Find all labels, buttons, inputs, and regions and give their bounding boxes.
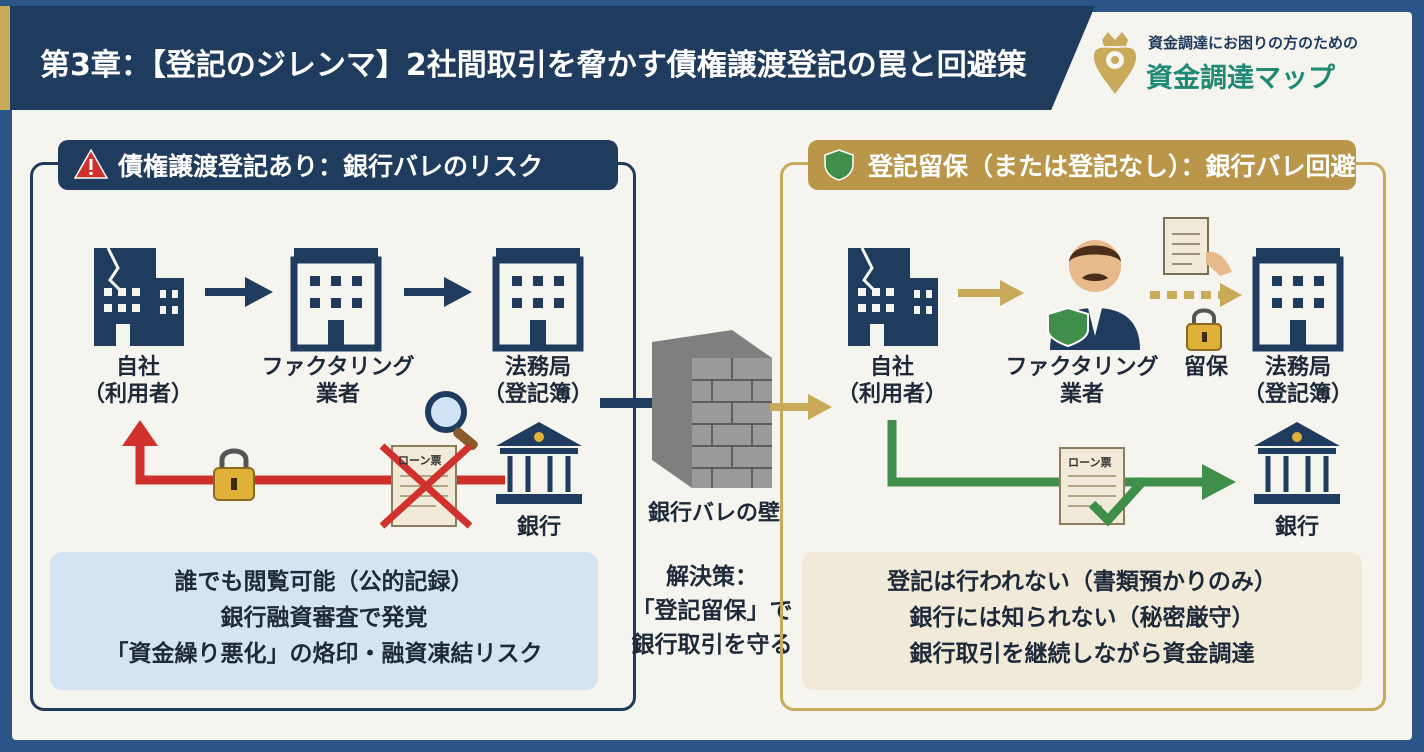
logo-subtitle: 資金調達にお困りの方のための [1148,34,1359,52]
right-summary-box: 登記は行われない（書類預かりのみ） 銀行には知られない（秘密厳守） 銀行取引を継… [802,552,1362,690]
right-summary-line: 登記は行われない（書類預かりのみ） [887,569,1277,595]
padlock-icon [1186,308,1222,351]
brick-wall-icon [652,330,772,488]
left-summary-line: 誰でも閲覧可能（公的記録） [174,569,474,595]
agent-person-icon [1047,240,1140,350]
right-panel-heading: 登記留保（または登記なし）：銀行バレ回避 [808,140,1356,190]
left-bank-label: 銀行 [516,515,561,540]
cracked-building-icon [848,247,938,346]
dashed-arrow-icon [1150,283,1242,307]
map-pin-icon [1094,32,1136,94]
left-summary-line: 「資金繰り悪化」の烙印・融資凍結リスク [105,641,543,667]
registry-building-icon [492,248,584,352]
left-doc-label: ローン票 [398,454,442,467]
cracked-building-icon [94,247,184,346]
left-registry-label: 法務局 （登記簿） [482,355,593,407]
warning-icon [74,149,108,179]
title-bar [0,6,1095,110]
gold-arrow-icon [770,394,832,420]
crossed-document-icon [379,443,473,529]
solution-line: 「登記留保」で [631,598,793,624]
factoring-building-icon [290,248,382,352]
solution-line: 銀行取引を守る [631,632,793,658]
hold-label: 留保 [1183,355,1228,380]
red-return-arrow [122,420,505,485]
checked-document-icon [1059,447,1148,527]
shield-icon [824,149,854,181]
padlock-icon [213,448,255,501]
right-company-label: 自社 （利用者） [836,355,947,407]
left-factoring-label: ファクタリング 業者 [261,355,415,407]
left-summary-line: 銀行融資審査で発覚 [220,605,428,631]
document-icon [1163,217,1232,276]
bank-icon [496,422,582,504]
bank-icon [1254,422,1340,504]
wall-label: 銀行バレの壁 [647,501,780,526]
magnifier-icon [425,391,478,451]
left-panel-heading: 債権譲渡登記あり：銀行バレのリスク [58,140,618,190]
arrow-right-icon [404,277,472,307]
right-factoring-label: ファクタリング 業者 [1005,355,1159,407]
page-title: 第3章：【登記のジレンマ】2社間取引を脅かす債権譲渡登記の罠と回避策 [40,48,1027,83]
right-summary-line: 銀行には知られない（秘密厳守） [909,605,1255,631]
gold-arrow-icon [958,280,1024,306]
solution-line: 解決策： [666,564,758,590]
right-panel-heading-text: 登記留保（または登記なし）：銀行バレ回避 [868,152,1356,181]
title-accent [0,6,10,110]
logo: 資金調達にお困りの方のための 資金調達マップ [1090,16,1390,106]
right-bank-label: 銀行 [1274,515,1319,540]
registry-building-icon [1252,248,1344,352]
logo-title: 資金調達マップ [1146,63,1335,94]
right-summary-line: 銀行取引を継続しながら資金調達 [909,641,1255,667]
solution-text: 解決策： 「登記留保」で 銀行取引を守る [622,560,802,662]
right-doc-label: ローン票 [1068,456,1112,469]
left-company-label: 自社 （利用者） [82,355,193,407]
right-registry-label: 法務局 （登記簿） [1242,355,1353,407]
arrow-right-icon [205,277,273,307]
left-panel-heading-text: 債権譲渡登記あり：銀行バレのリスク [118,152,544,181]
left-summary-box: 誰でも閲覧可能（公的記録） 銀行融資審査で発覚 「資金繰り悪化」の烙印・融資凍結… [50,552,598,690]
